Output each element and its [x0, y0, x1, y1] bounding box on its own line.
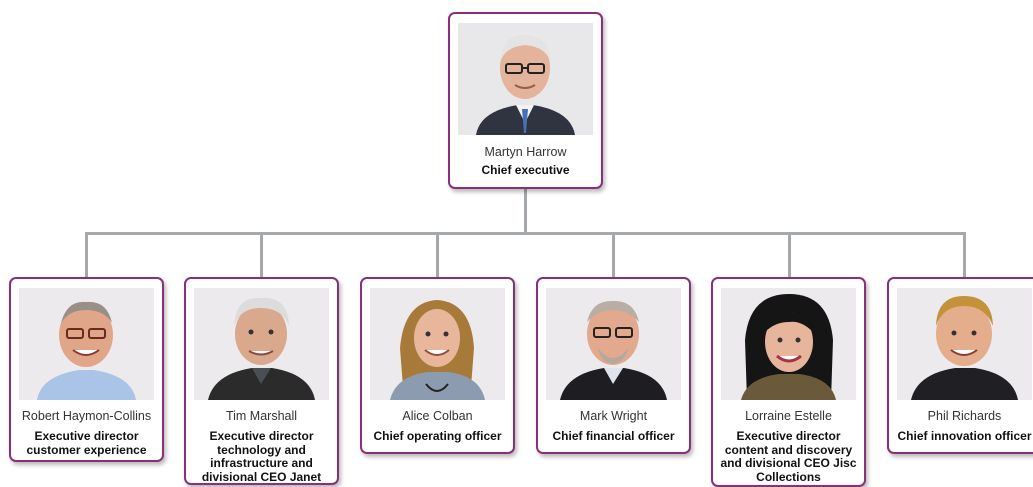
report-role: Chief financial officer [552, 429, 675, 443]
report-card-mark-wright[interactable]: Mark Wright Chief financial officer [536, 277, 691, 454]
report-photo [546, 288, 681, 400]
report-role: Executive director technology and infras… [201, 429, 322, 484]
report-photo [370, 288, 505, 400]
report-name: Phil Richards [927, 409, 1002, 423]
org-connector-horizontal [85, 232, 966, 235]
report-name: Robert Haymon-Collins [21, 409, 152, 423]
report-card-lorraine-estelle[interactable]: Lorraine Estelle Executive director cont… [711, 277, 866, 487]
report-card-alice-colban[interactable]: Alice Colban Chief operating officer [360, 277, 515, 454]
report-role: Chief innovation officer [897, 429, 1032, 443]
ceo-role: Chief executive [481, 163, 570, 177]
connector-drop-1 [85, 232, 88, 278]
connector-drop-6 [963, 232, 966, 278]
report-name: Alice Colban [402, 409, 473, 423]
connector-drop-4 [612, 232, 615, 278]
report-photo [897, 288, 1032, 400]
report-name: Lorraine Estelle [745, 409, 832, 423]
report-role: Executive director content and discovery… [720, 429, 857, 484]
report-role: Executive director customer experience [26, 429, 147, 457]
report-role: Chief operating officer [373, 429, 502, 443]
report-photo [19, 288, 154, 400]
connector-drop-5 [788, 232, 791, 278]
report-photo [721, 288, 856, 400]
ceo-connector-vertical [524, 189, 527, 234]
report-name: Tim Marshall [225, 409, 298, 423]
report-card-tim-marshall[interactable]: Tim Marshall Executive director technolo… [184, 277, 339, 485]
ceo-name: Martyn Harrow [484, 145, 567, 159]
report-photo [194, 288, 329, 400]
ceo-card[interactable]: Martyn Harrow Chief executive [448, 12, 603, 189]
report-card-robert-haymon-collins[interactable]: Robert Haymon-Collins Executive director… [9, 277, 164, 462]
connector-drop-2 [260, 232, 263, 278]
ceo-photo [458, 23, 593, 135]
report-card-phil-richards[interactable]: Phil Richards Chief innovation officer [887, 277, 1033, 454]
connector-drop-3 [436, 232, 439, 278]
report-name: Mark Wright [579, 409, 648, 423]
